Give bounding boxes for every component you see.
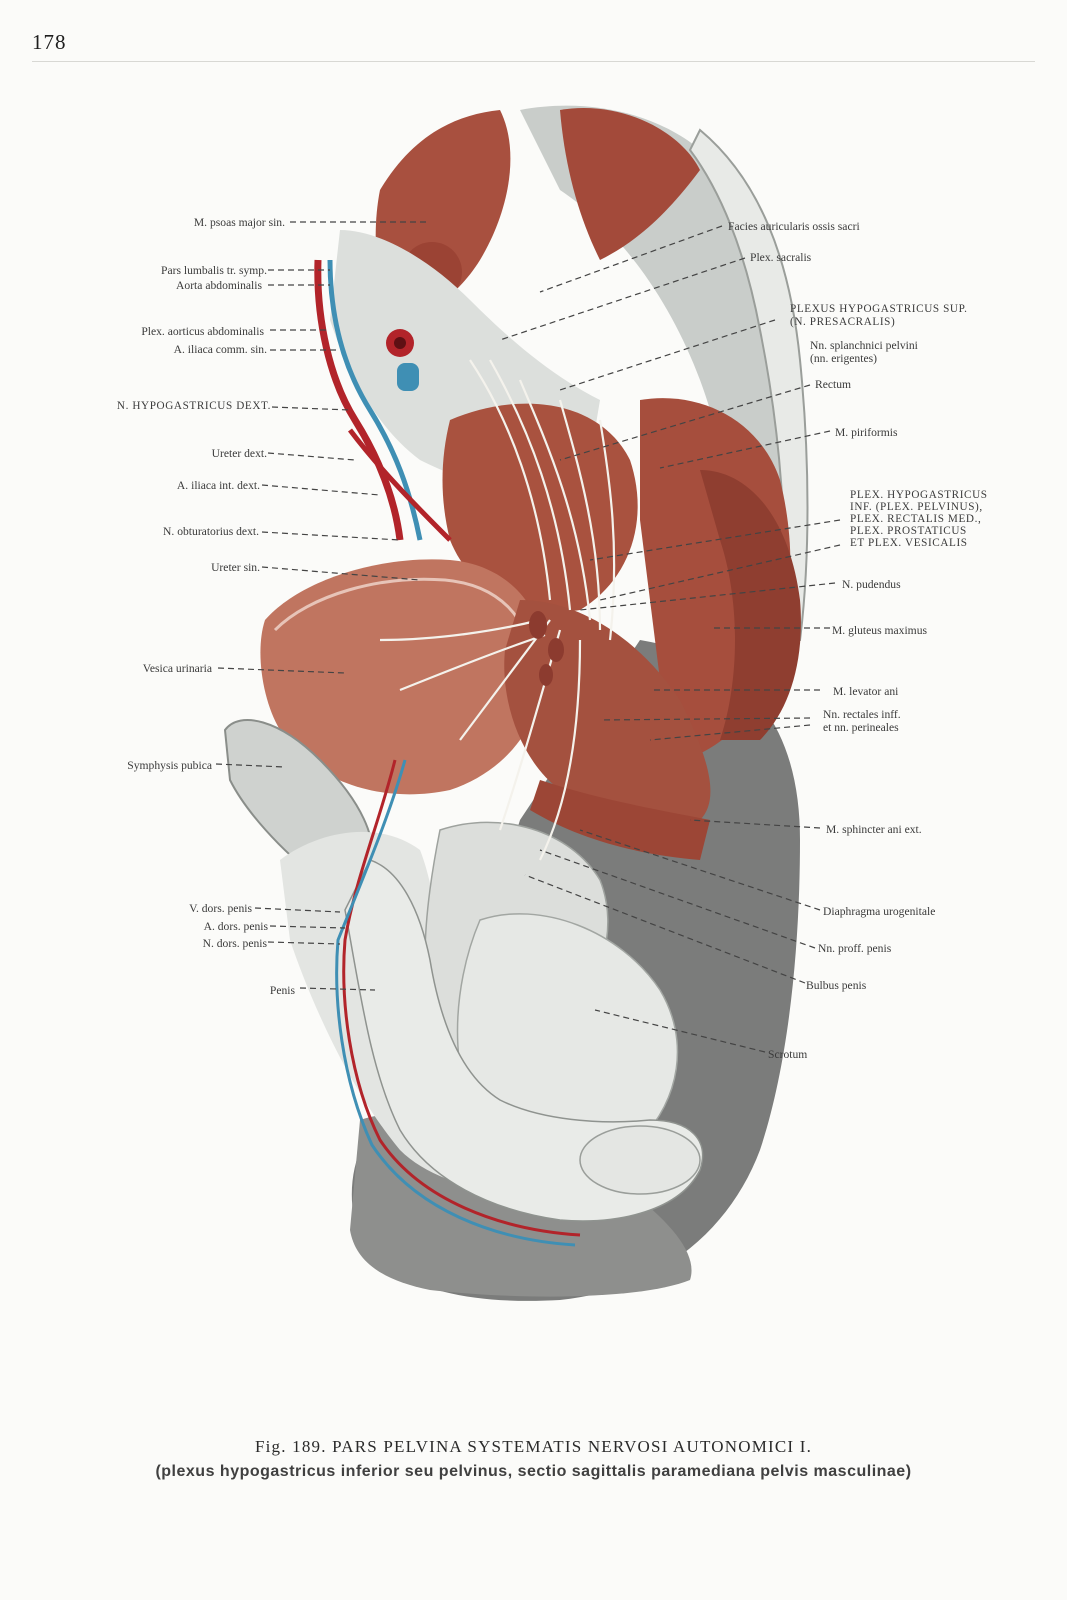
label-nn-erigentes: (nn. erigentes) xyxy=(810,352,877,365)
label-m-levator-ani: M. levator ani xyxy=(833,685,899,698)
label-a-iliaca-comm: A. iliaca comm. sin. xyxy=(173,343,267,356)
figure-title: Fig. 189. PARS PELVINA SYSTEMATIS NERVOS… xyxy=(254,1437,813,1456)
label-ureter-dext: Ureter dext. xyxy=(211,447,267,460)
label-scrotum: Scrotum xyxy=(768,1048,808,1061)
label-n-hypogastricus: N. HYPOGASTRICUS DEXT. xyxy=(116,400,271,412)
dorsal-artery xyxy=(342,759,581,1237)
label-bulbus-penis: Bulbus penis xyxy=(806,979,867,992)
plexus-ganglia xyxy=(529,611,564,686)
bladder xyxy=(260,559,545,795)
label-m-piriformis: M. piriformis xyxy=(835,426,898,439)
label-diaphragma-urogenitale: Diaphragma urogenitale xyxy=(823,905,936,918)
piriformis xyxy=(442,403,638,612)
header-rule xyxy=(32,61,1035,62)
label-a-dors-penis: A. dors. penis xyxy=(203,920,268,933)
label-plex-vesicalis: ET PLEX. VESICALIS xyxy=(850,537,968,549)
label-plex-prostaticus: PLEX. PROSTATICUS xyxy=(850,525,967,537)
label-plex-sacralis: Plex. sacralis xyxy=(750,251,812,264)
leader-lines xyxy=(215,221,841,1053)
pelvic-plexus xyxy=(379,359,616,861)
label-m-sphincter: M. sphincter ani ext. xyxy=(826,823,922,836)
label-symphysis: Symphysis pubica xyxy=(127,759,212,772)
label-m-gluteus: M. gluteus maximus xyxy=(832,624,928,637)
iliac-int-artery xyxy=(348,428,452,542)
dorsal-vein xyxy=(335,759,576,1247)
back-muscle xyxy=(560,108,700,260)
label-nn-perineales: et nn. perineales xyxy=(823,721,899,734)
label-plex-hypogastricus-inf-1: PLEX. HYPOGASTRICUS xyxy=(850,489,988,501)
sphincter xyxy=(530,780,710,860)
label-n-obturatorius: N. obturatorius dext. xyxy=(163,525,259,538)
label-n-dors-penis: N. dors. penis xyxy=(202,937,267,950)
sacrum xyxy=(520,105,797,660)
label-a-iliaca-int: A. iliaca int. dext. xyxy=(176,479,260,492)
figure-subtitle: (plexus hypogastricus inferior seu pelvi… xyxy=(155,1463,912,1480)
label-penis: Penis xyxy=(269,984,295,997)
label-psoas: M. psoas major sin. xyxy=(193,216,285,229)
label-plexus-hypogastricus-sup: PLEXUS HYPOGASTRICUS SUP. xyxy=(790,303,968,315)
label-plex-aorticus: Plex. aorticus abdominalis xyxy=(141,325,264,338)
glans xyxy=(579,1125,701,1195)
aorta xyxy=(314,259,404,541)
label-ureter-sin: Ureter sin. xyxy=(211,561,260,574)
label-v-dors-penis: V. dors. penis xyxy=(189,902,252,915)
label-vesica: Vesica urinaria xyxy=(142,662,212,675)
label-plex-hypogastricus-inf-2: INF. (PLEX. PELVINUS), xyxy=(850,501,983,513)
page-number: 178 xyxy=(32,30,67,54)
label-nn-rectales: Nn. rectales inff. xyxy=(823,708,901,721)
label-plex-rectalis: PLEX. RECTALIS MED., xyxy=(850,513,982,525)
label-facies-auricularis: Facies auricularis ossis sacri xyxy=(728,220,860,233)
label-n-presacralis: (N. PRESACRALIS) xyxy=(790,316,896,328)
label-nn-splanchnici: Nn. splanchnici pelvini xyxy=(810,339,918,352)
label-nn-proff-penis: Nn. proff. penis xyxy=(818,942,892,955)
label-rectum: Rectum xyxy=(815,378,852,391)
gluteus-muscle xyxy=(700,470,801,740)
iliac-vein-cut xyxy=(397,363,419,391)
label-aorta: Aorta abdominalis xyxy=(176,279,262,292)
label-pars-lumbalis: Pars lumbalis tr. symp. xyxy=(161,264,267,277)
label-n-pudendus: N. pudendus xyxy=(842,578,901,591)
